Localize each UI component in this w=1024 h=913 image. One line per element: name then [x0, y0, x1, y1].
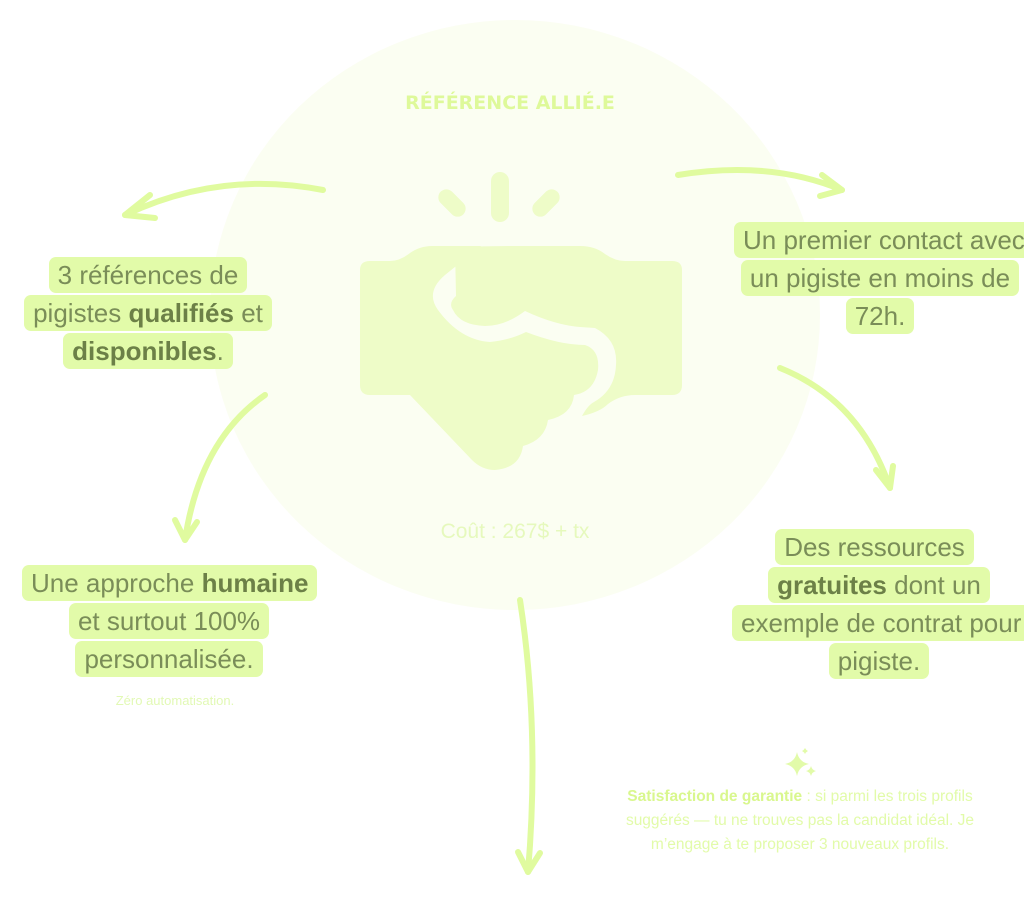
sparkles-icon [785, 748, 816, 776]
cost-label: Coût : 267$ + tx [440, 520, 590, 543]
feature-approach: Une approche humaine et surtout 100% per… [22, 564, 318, 678]
arrow-down [517, 597, 536, 875]
feature-references: 3 références de pigistes qualifiés et di… [20, 256, 276, 370]
feature-resources: Des ressources gratuites dont un exemple… [732, 528, 1024, 680]
arrow-to-approach [182, 392, 268, 543]
arrow-to-contact [675, 167, 845, 193]
arrows [122, 167, 896, 875]
arrow-to-resources [777, 365, 893, 491]
feature-contact: Un premier contact avec un pigiste en mo… [734, 221, 1024, 335]
arrowhead [122, 192, 158, 221]
arrow-to-references [122, 180, 326, 218]
offer-title: RÉFÉRENCE ALLIÉ.E [405, 92, 615, 114]
guarantee-text: Satisfaction de garantie : si parmi les … [625, 788, 975, 853]
approach-note: Zéro automatisation. [115, 693, 235, 708]
